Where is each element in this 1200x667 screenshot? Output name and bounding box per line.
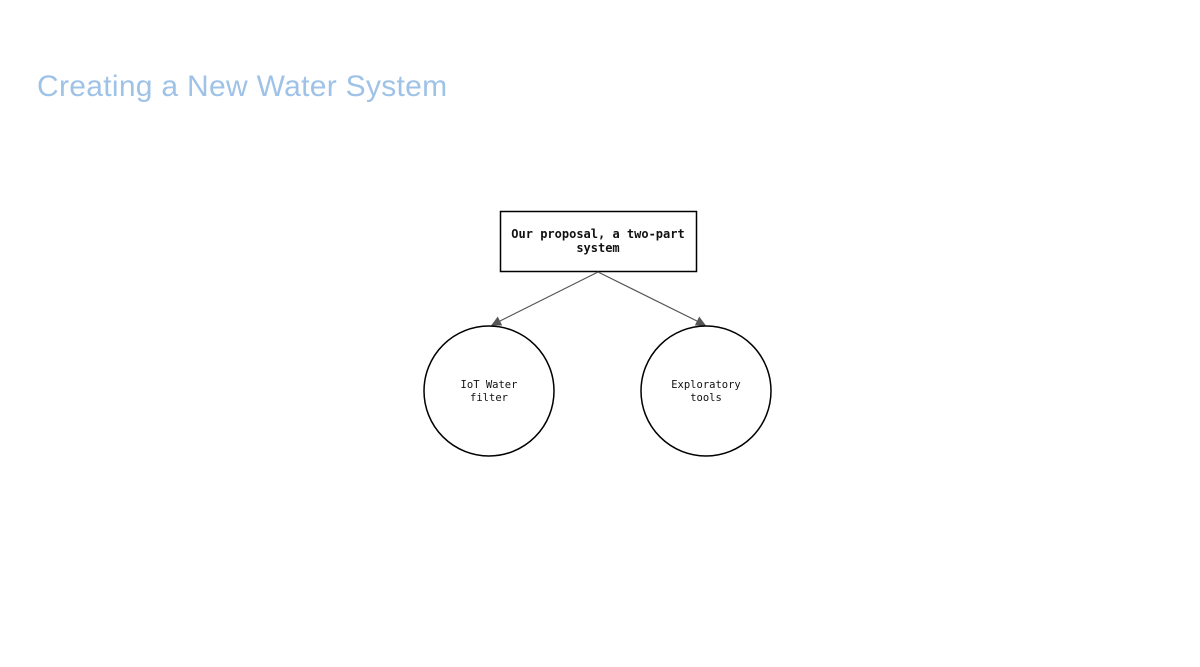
root-label-line2: system: [576, 241, 619, 255]
arrow-to-iot-filter: [491, 271, 599, 326]
child-label-line2: filter: [470, 392, 508, 404]
slide-title: Creating a New Water System: [37, 70, 448, 103]
iot-water-filter-node: IoT Water filter: [423, 325, 555, 457]
arrow-to-exploratory-tools: [597, 271, 706, 326]
child-label-line2: tools: [690, 392, 722, 404]
root-node: Our proposal, a two-part system: [499, 210, 698, 273]
exploratory-tools-node: Exploratory tools: [640, 325, 772, 457]
root-label-line1: Our proposal, a two-part: [511, 227, 684, 241]
child-label-line1: IoT Water: [461, 379, 518, 391]
child-label-line1: Exploratory: [671, 379, 741, 391]
